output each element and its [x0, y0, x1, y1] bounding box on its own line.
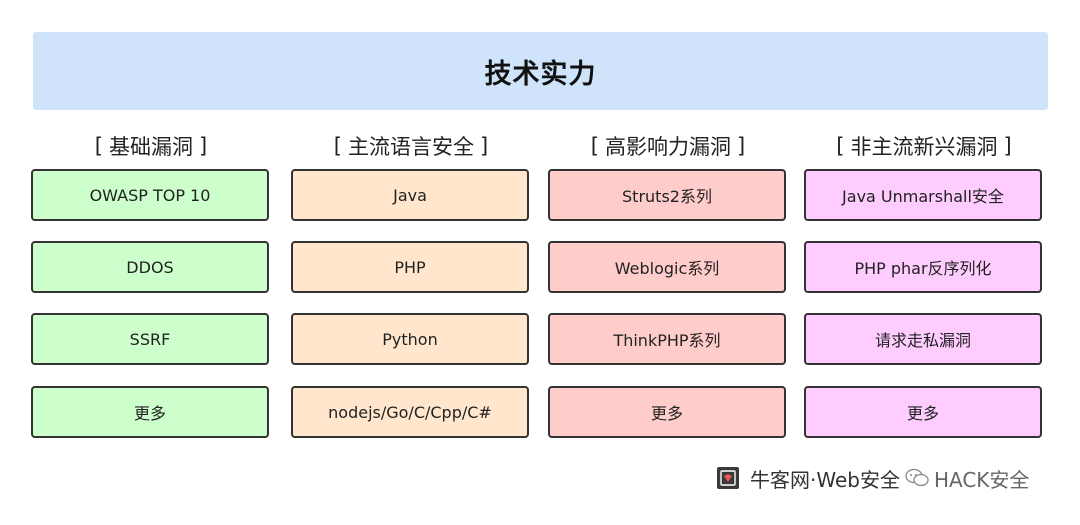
- item-label: Struts2系列: [622, 187, 712, 206]
- item-box: 请求走私漏洞: [804, 313, 1042, 365]
- item-label: Python: [382, 329, 438, 349]
- item-box: nodejs/Go/C/Cpp/C#: [291, 386, 529, 438]
- item-label: Java Unmarshall安全: [842, 187, 1004, 206]
- item-box: 更多: [804, 386, 1042, 438]
- item-label: ThinkPHP系列: [613, 331, 721, 350]
- item-box: 更多: [31, 386, 269, 438]
- item-label: OWASP TOP 10: [89, 185, 211, 205]
- column-header: [ 主流语言安全 ]: [291, 128, 531, 164]
- column-header-label: 主流语言安全: [348, 135, 474, 159]
- item-label: PHP phar反序列化: [854, 259, 992, 278]
- site-logo-icon: [717, 467, 739, 489]
- item-label: Java: [393, 185, 427, 205]
- column-header-label: 高影响力漏洞: [605, 135, 731, 159]
- bracket-close: ]: [1003, 134, 1012, 158]
- bracket-close: ]: [480, 134, 489, 158]
- item-box: Weblogic系列: [548, 241, 786, 293]
- bracket-close: ]: [737, 134, 746, 158]
- item-box: PHP phar反序列化: [804, 241, 1042, 293]
- bracket-open: [: [836, 134, 845, 158]
- item-label: PHP: [394, 257, 426, 277]
- bracket-open: [: [590, 134, 599, 158]
- bracket-open: [: [94, 134, 103, 158]
- item-box: Struts2系列: [548, 169, 786, 221]
- item-label: 更多: [906, 404, 939, 423]
- item-label: 更多: [133, 404, 166, 423]
- column-mainstream-languages: [ 主流语言安全 ] Java PHP Python nodejs/Go/C/C…: [291, 128, 531, 438]
- title-banner: 技术实力: [33, 32, 1048, 110]
- column-header: [ 基础漏洞 ]: [31, 128, 271, 164]
- footer-source-text: 牛客网·Web安全: [750, 467, 900, 492]
- bracket-close: ]: [199, 134, 208, 158]
- item-box: Java: [291, 169, 529, 221]
- item-label: SSRF: [129, 329, 171, 349]
- item-label: nodejs/Go/C/Cpp/C#: [328, 402, 492, 422]
- footer-watermark: 牛客网·Web安全 HACK安全: [716, 462, 1029, 494]
- column-header-label: 基础漏洞: [109, 135, 193, 159]
- footer-overlay-text: HACK安全: [933, 467, 1030, 492]
- column-high-impact: [ 高影响力漏洞 ] Struts2系列 Weblogic系列 ThinkPHP…: [548, 128, 788, 438]
- diagram-title: 技术实力: [484, 58, 597, 90]
- item-box: Python: [291, 313, 529, 365]
- bracket-open: [: [333, 134, 342, 158]
- column-header: [ 非主流新兴漏洞 ]: [804, 128, 1044, 164]
- column-emerging: [ 非主流新兴漏洞 ] Java Unmarshall安全 PHP phar反序…: [804, 128, 1044, 438]
- item-box: ThinkPHP系列: [548, 313, 786, 365]
- item-box: 更多: [548, 386, 786, 438]
- item-box: SSRF: [31, 313, 269, 365]
- item-label: 更多: [650, 404, 683, 423]
- item-label: Weblogic系列: [614, 259, 720, 278]
- item-label: 请求走私漏洞: [874, 331, 971, 350]
- item-box: Java Unmarshall安全: [804, 169, 1042, 221]
- item-label: DDOS: [126, 257, 174, 277]
- wechat-icon: [905, 468, 929, 487]
- column-basic-vulns: [ 基础漏洞 ] OWASP TOP 10 DDOS SSRF 更多: [31, 128, 271, 438]
- item-box: DDOS: [31, 241, 269, 293]
- column-header: [ 高影响力漏洞 ]: [548, 128, 788, 164]
- item-box: OWASP TOP 10: [31, 169, 269, 221]
- column-header-label: 非主流新兴漏洞: [850, 135, 998, 159]
- item-box: PHP: [291, 241, 529, 293]
